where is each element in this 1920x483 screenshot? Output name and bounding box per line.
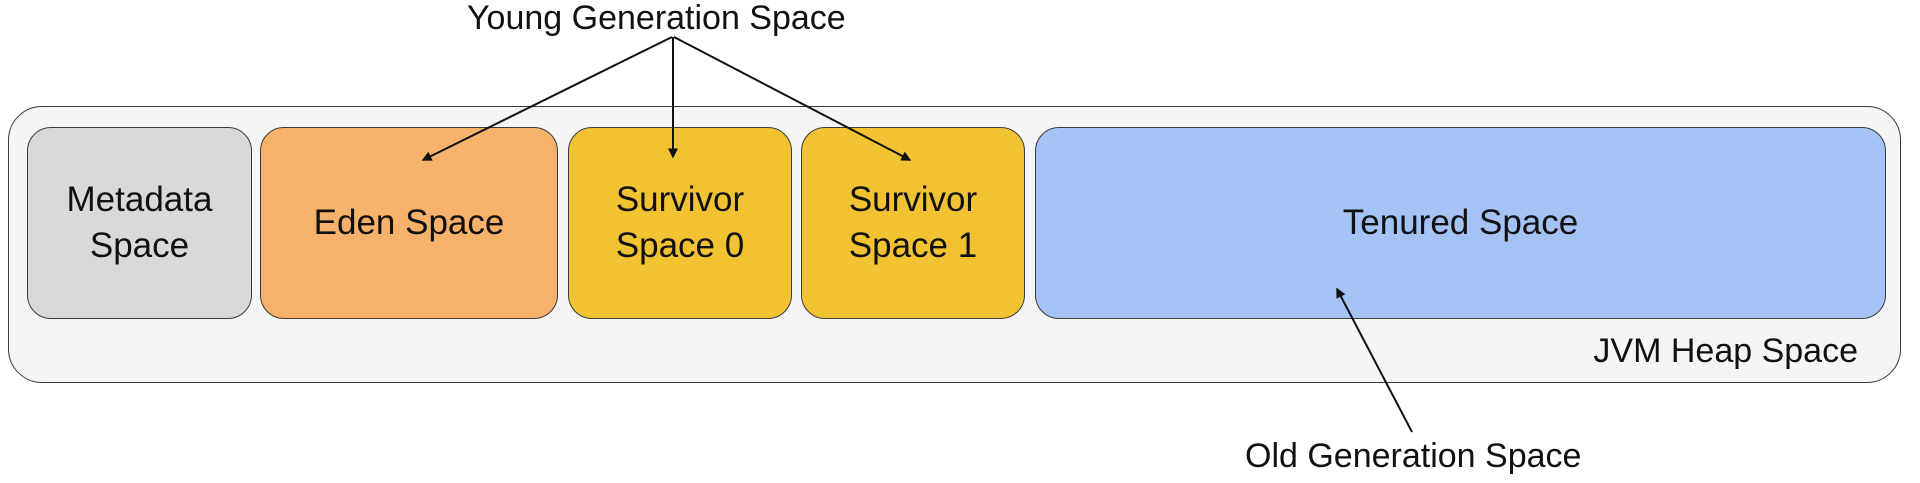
old-to-tenured-arrow [1336,287,1413,433]
jvm-heap-space-label: JVM Heap Space [1593,332,1858,370]
young-generation-label: Young Generation Space [467,0,846,37]
young-to-eden-arrow [421,36,673,161]
tenured-space-box: Tenured Space [1035,127,1886,319]
tenured-space-label: Tenured Space [1342,203,1579,242]
eden-space-box: Eden Space [260,127,558,319]
old-generation-label: Old Generation Space [1245,437,1582,475]
young-to-survivor-1-arrow [673,36,912,161]
eden-space-label: Eden Space [313,203,505,242]
